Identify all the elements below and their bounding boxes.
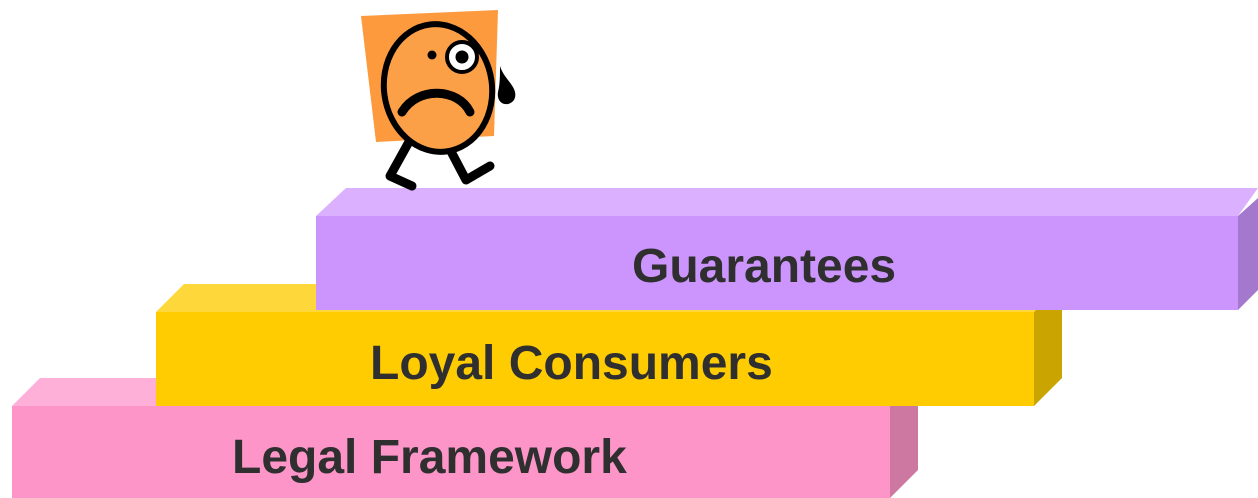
worried-character-icon <box>361 10 516 191</box>
step-guarantees-front <box>316 216 1238 310</box>
character-teardrop <box>497 66 516 105</box>
step-guarantees-side <box>1238 198 1258 310</box>
step-guarantees <box>316 188 1258 310</box>
character-frown <box>397 88 475 117</box>
character-left-leg <box>385 135 417 191</box>
step-label-legal-framework: Legal Framework <box>232 431 627 484</box>
step-guarantees-top <box>316 188 1258 216</box>
step-label-guarantees: Guarantees <box>632 240 897 293</box>
step-loyal-consumers-front <box>156 312 1034 406</box>
step-legal-framework-front <box>12 406 890 498</box>
step-legal-framework-side <box>890 378 918 498</box>
step-label-loyal-consumers: Loyal Consumers <box>370 337 773 390</box>
character-right-pupil <box>455 50 469 64</box>
character-left-eye <box>427 50 437 60</box>
step-loyal-consumers-side <box>1034 284 1062 406</box>
